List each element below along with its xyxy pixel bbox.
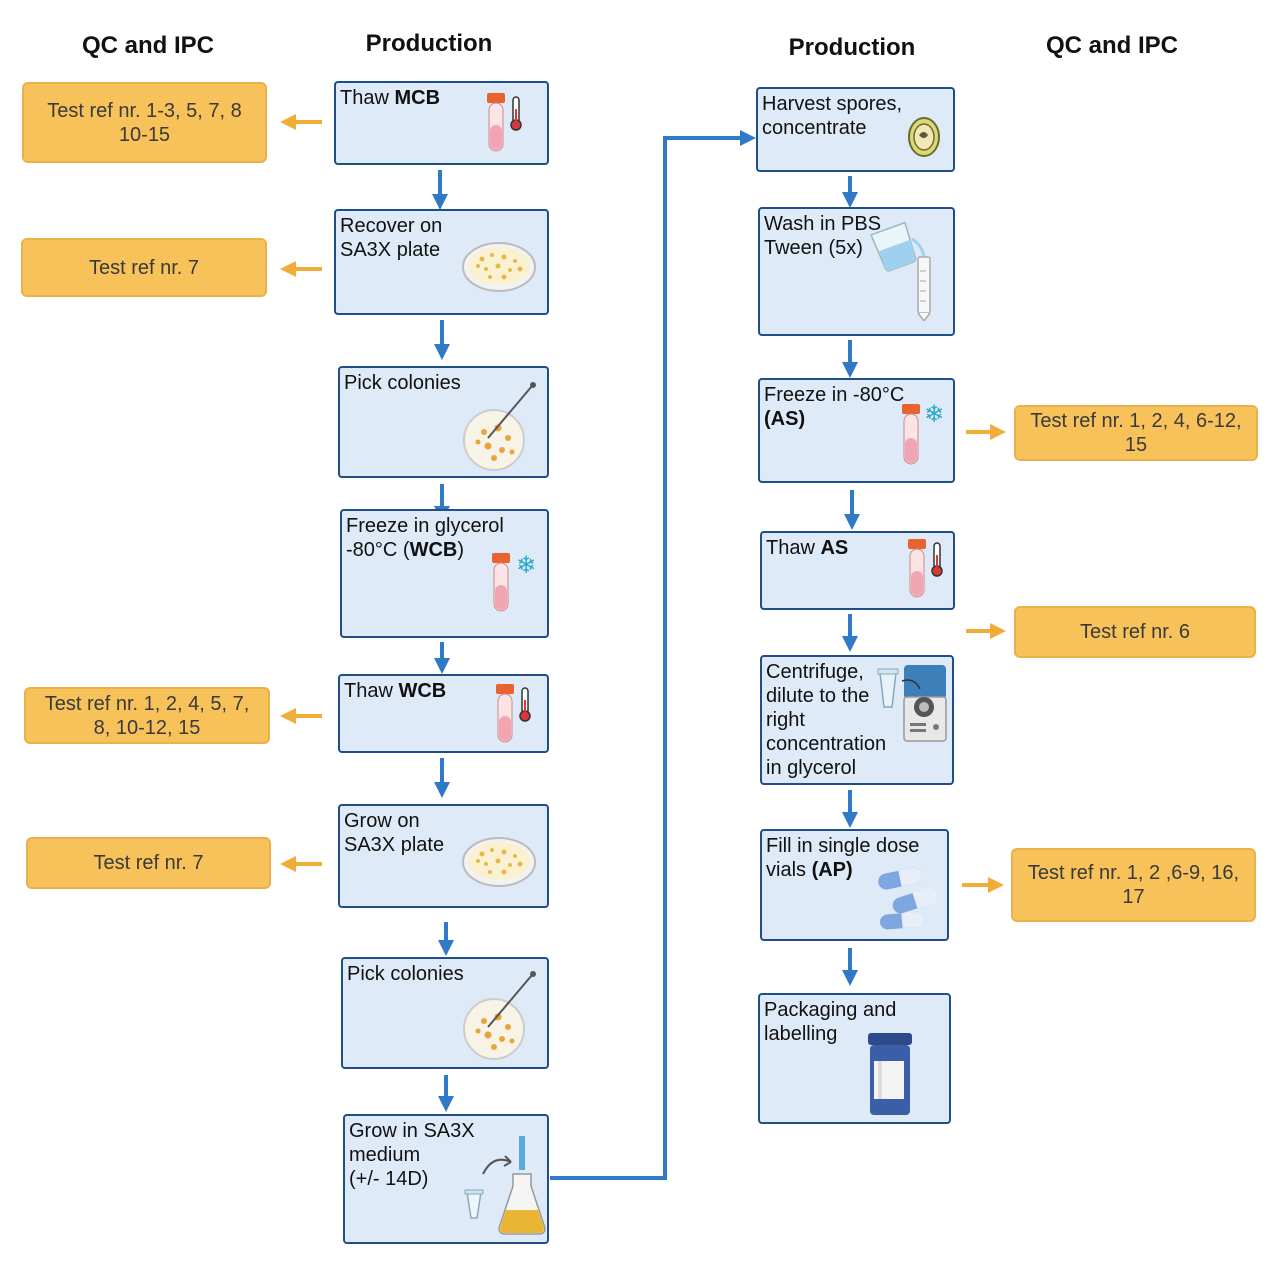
step-thaw-as: Thaw AS <box>760 531 955 610</box>
step-label: medium <box>349 1144 421 1166</box>
column-connector-arrow <box>550 130 756 1180</box>
svg-text:❄: ❄ <box>516 551 536 579</box>
step-label: labelling <box>764 1023 838 1045</box>
colony-picking-icon <box>463 382 536 471</box>
qc-label: 15 <box>1124 434 1148 456</box>
thermometer-tube-icon <box>487 93 522 152</box>
step-label: Recover on <box>340 215 443 237</box>
step-label: Centrifuge, <box>766 661 864 683</box>
step-label: Harvest spores, <box>762 93 903 115</box>
step-label: dilute to the <box>766 685 870 707</box>
step-label: Grow on <box>344 810 420 832</box>
qc-label: 8, 10-12, 15 <box>93 716 201 739</box>
step-label: concentration <box>766 733 887 755</box>
step-label-bold: AS <box>820 537 849 559</box>
qc-test-ap: Test ref nr. 1, 2 ,6-9, 16,17 <box>1011 848 1256 922</box>
header-right-qc: QC and IPC <box>1045 32 1178 59</box>
qc-label: Test ref nr. 7 <box>88 256 200 279</box>
svg-text:❄: ❄ <box>924 400 944 428</box>
step-thaw-mcb: Thaw MCB <box>334 81 549 165</box>
step-label: SA3X plate <box>340 239 441 261</box>
qc-label: Test ref nr. 1, 2, 4, 5, 7, <box>44 692 250 715</box>
qc-label: 10-15 <box>118 123 171 146</box>
step-label: Tween (5x) <box>764 237 863 259</box>
step-label: concentrate <box>762 117 867 139</box>
step-label-bold: WCB <box>409 539 458 561</box>
step-label-bold: (AP) <box>811 859 853 881</box>
step-thaw-wcb: Thaw WCB <box>338 674 549 753</box>
qc-label: Test ref nr. 1, 2, 4, 6-12, <box>1030 410 1242 432</box>
step-label: Wash in PBS <box>764 213 882 235</box>
qc-label: Test ref nr. 1-3, 5, 7, 8 <box>47 99 242 122</box>
beaker-pour-icon <box>870 221 931 321</box>
step-label: in glycerol <box>766 757 857 779</box>
petri-dish-icon <box>462 242 536 292</box>
step-label-bold: (AS) <box>764 408 806 430</box>
step-label: Pick colonies <box>344 372 461 394</box>
thermometer-tube-icon <box>908 539 943 598</box>
frozen-tube-icon: ❄ <box>492 551 536 612</box>
header-left-qc: QC and IPC <box>81 32 214 59</box>
colony-picking-icon <box>463 971 536 1060</box>
step-label-bold: MCB <box>394 87 441 109</box>
qc-label: Test ref nr. 7 <box>93 852 204 874</box>
spore-icon <box>908 117 940 157</box>
step-label: Pick colonies <box>347 963 464 985</box>
step-label: Thaw <box>340 87 395 109</box>
step-pick-colonies-2: Pick colonies <box>341 957 549 1069</box>
flask-inoculation-icon <box>464 1136 546 1235</box>
qc-label: 17 <box>1122 886 1145 908</box>
step-label-bold: WCB <box>398 680 447 702</box>
frozen-tube-icon: ❄ <box>902 400 944 465</box>
qc-test-as: Test ref nr. 1, 2, 4, 6-12,15 <box>1014 405 1258 461</box>
step-label: right <box>766 709 805 731</box>
qc-label: Test ref nr. 6 <box>1079 621 1191 643</box>
step-harvest-spores: Harvest spores,concentrate <box>756 87 955 172</box>
qc-label: Test ref nr. 1, 2 ,6-9, 16, <box>1027 862 1240 884</box>
step-label: (+/- 14D) <box>349 1168 429 1190</box>
step-label: Thaw <box>344 680 399 702</box>
step-label: SA3X plate <box>344 834 445 856</box>
thermometer-tube-icon <box>496 684 531 743</box>
capsules-icon <box>878 867 938 930</box>
step-label: Thaw <box>766 537 821 559</box>
qc-test-thaw-as: Test ref nr. 6 <box>1014 606 1256 658</box>
step-label: vials <box>766 859 812 881</box>
step-label: -80°C ( <box>346 539 410 561</box>
qc-test-wcb: Test ref nr. 1, 2, 4, 5, 7,8, 10-12, 15 <box>24 687 270 744</box>
step-label: ) <box>457 539 465 561</box>
step-label: Freeze in glycerol <box>346 515 504 537</box>
centrifuge-icon <box>877 665 947 742</box>
step-label: Grow in SA3X <box>349 1120 475 1142</box>
header-right-production: Production <box>788 34 916 61</box>
qc-test-recover: Test ref nr. 7 <box>21 238 267 297</box>
step-label: Freeze in -80°C <box>764 384 905 406</box>
step-freeze-wcb: Freeze in glycerol-80°C (WCB) ❄ <box>340 509 549 638</box>
qc-test-grow-plate: Test ref nr. 7 <box>26 837 271 889</box>
petri-dish-icon <box>462 837 536 887</box>
step-freeze-as: Freeze in -80°C(AS) ❄ <box>758 378 955 483</box>
step-label: Packaging and <box>764 999 897 1021</box>
header-left-production: Production <box>365 30 493 57</box>
step-pick-colonies-1: Pick colonies <box>338 366 549 478</box>
step-label: Fill in single dose <box>766 835 920 857</box>
pill-bottle-icon <box>868 1033 912 1115</box>
